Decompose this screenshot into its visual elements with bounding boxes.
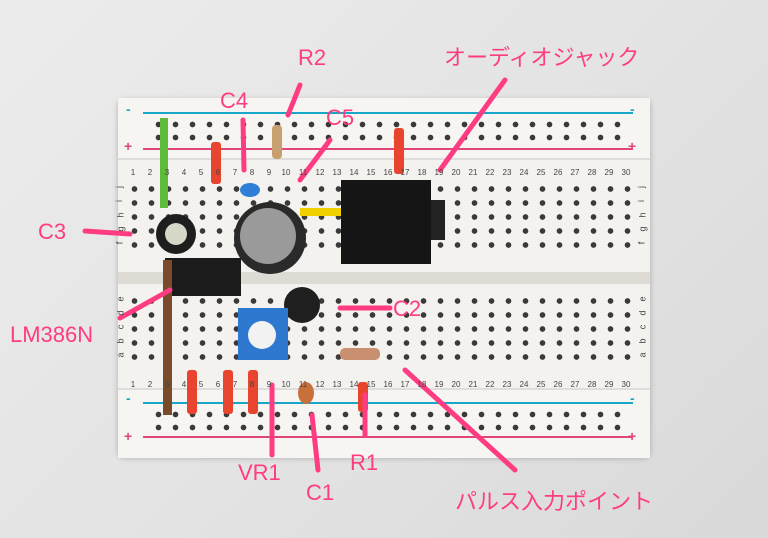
resistor-r2 xyxy=(272,125,282,159)
yellow-wire xyxy=(300,208,344,216)
top-power-rail: - + - + xyxy=(118,98,650,160)
label-vr1: VR1 xyxy=(238,460,281,485)
potentiometer-dial xyxy=(248,321,276,349)
capacitor-c2 xyxy=(284,287,320,323)
negative-rail-line xyxy=(143,402,633,404)
audio-jack xyxy=(341,180,431,264)
plus-sign: + xyxy=(628,138,637,154)
minus-sign: - xyxy=(126,390,131,406)
label-lm386n: LM386N xyxy=(10,322,94,347)
red-jumper-wire xyxy=(187,370,197,414)
capacitor-c3-top xyxy=(165,223,187,245)
positive-rail-line xyxy=(143,148,633,150)
rail-holes xyxy=(150,118,624,144)
label-c4: C4 xyxy=(220,88,249,113)
capacitor-c4 xyxy=(240,183,260,197)
plus-sign: + xyxy=(124,428,133,444)
label-c5: C5 xyxy=(326,105,355,130)
green-jumper-wire xyxy=(160,118,168,208)
minus-sign: - xyxy=(126,101,131,117)
minus-sign: - xyxy=(630,390,635,406)
red-jumper-wire xyxy=(248,370,258,414)
label-r2: R2 xyxy=(298,45,327,70)
red-jumper-wire xyxy=(394,128,404,174)
resistor-r1 xyxy=(340,348,380,360)
plus-sign: + xyxy=(628,428,637,444)
label-r1: R1 xyxy=(350,450,379,475)
label-c2: C2 xyxy=(393,296,422,321)
label-c1: C1 xyxy=(306,480,335,505)
capacitor-c5-top xyxy=(240,208,296,264)
minus-sign: - xyxy=(630,101,635,117)
brown-jumper-wire xyxy=(163,260,172,415)
capacitor-c1 xyxy=(298,382,314,404)
label-audio-jack: オーディオジャック xyxy=(444,45,640,70)
positive-rail-line xyxy=(143,436,633,438)
center-channel xyxy=(118,272,650,284)
ic-lm386n xyxy=(165,258,241,296)
label-c3: C3 xyxy=(38,219,67,244)
label-pulse-input: パルス入力ポイント xyxy=(455,489,654,514)
negative-rail-line xyxy=(143,112,633,114)
plus-sign: + xyxy=(124,138,133,154)
red-jumper-wire xyxy=(211,142,221,184)
annotation-arrows xyxy=(82,77,518,473)
red-jumper-wire xyxy=(223,370,233,414)
audio-jack-socket xyxy=(431,200,445,240)
